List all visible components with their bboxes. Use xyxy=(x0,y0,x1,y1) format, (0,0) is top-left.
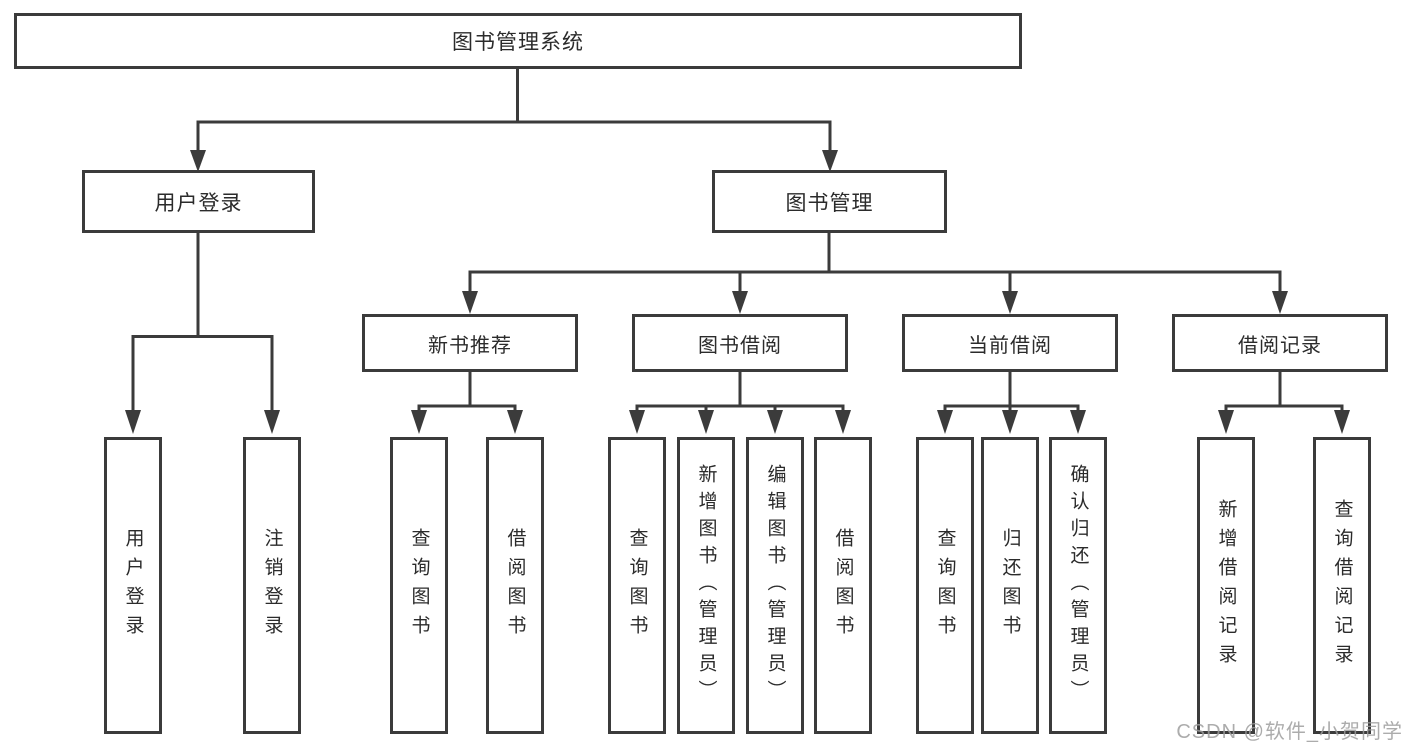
leaf-label: 用户登录 xyxy=(122,527,144,644)
node-book-borrowing: 图书借阅 xyxy=(632,314,848,372)
arrowhead-leaf-logout xyxy=(264,410,280,434)
node-new-book-recommend: 新书推荐 xyxy=(362,314,578,372)
leaf-label: 注销登录 xyxy=(261,527,283,644)
leaf-label: 借阅图书 xyxy=(504,527,526,644)
connector-borrowing-records-rail xyxy=(1224,404,1344,412)
leaf-query-borrow-record: 查询借阅记录 xyxy=(1313,437,1371,734)
arrowhead-leaf-query-books-3 xyxy=(937,410,953,434)
arrowhead-leaf-return-book xyxy=(1002,410,1018,434)
node-borrowing-records: 借阅记录 xyxy=(1172,314,1388,372)
leaf-query-books-3: 查询图书 xyxy=(916,437,974,734)
arrowhead-leaf-add-book xyxy=(698,410,714,434)
leaf-label: 归还图书 xyxy=(999,527,1021,644)
leaf-label: 查询图书 xyxy=(626,527,648,644)
leaf-label: 新增借阅记录 xyxy=(1215,498,1237,673)
arrowhead-leaf-query-record xyxy=(1334,410,1350,434)
node-user-login: 用户登录 xyxy=(82,170,315,233)
arrowhead-book-borrowing xyxy=(732,291,748,314)
arrowhead-current-borrowing xyxy=(1002,291,1018,314)
connector-book-borrowing-rail xyxy=(635,404,845,412)
arrowhead-leaf-edit-book xyxy=(767,410,783,434)
arrowhead-leaf-borrow-books-2 xyxy=(835,410,851,434)
node-book-management: 图书管理 xyxy=(712,170,947,233)
leaf-label: 编辑图书（管理员） xyxy=(764,464,786,707)
leaf-add-book-admin: 新增图书（管理员） xyxy=(677,437,735,734)
leaf-label: 确认归还（管理员） xyxy=(1067,464,1089,707)
arrowhead-leaf-add-record xyxy=(1218,410,1234,434)
arrowhead-leaf-borrow-books-1 xyxy=(507,410,523,434)
connector-level3-rail xyxy=(468,270,1282,295)
node-library-system: 图书管理系统 xyxy=(14,13,1022,69)
leaf-logout: 注销登录 xyxy=(243,437,301,734)
connector-new-book-recommend-rail xyxy=(417,404,517,412)
arrowhead-borrowing-records xyxy=(1272,291,1288,314)
connector-level2-rail xyxy=(196,120,832,155)
connector-user-login-rail xyxy=(131,335,274,412)
leaf-user-login: 用户登录 xyxy=(104,437,162,734)
leaf-add-borrow-record: 新增借阅记录 xyxy=(1197,437,1255,734)
arrowhead-leaf-query-books-1 xyxy=(411,410,427,434)
leaf-label: 查询借阅记录 xyxy=(1331,498,1353,673)
arrowhead-new-book-recommend xyxy=(462,291,478,314)
csdn-watermark: CSDN @软件_小贺同学 xyxy=(1176,721,1403,743)
node-current-borrowing: 当前借阅 xyxy=(902,314,1118,372)
arrowhead-user-login xyxy=(190,150,206,172)
leaf-query-books-2: 查询图书 xyxy=(608,437,666,734)
leaf-label: 查询图书 xyxy=(934,527,956,644)
leaf-confirm-return-admin: 确认归还（管理员） xyxy=(1049,437,1107,734)
leaf-edit-book-admin: 编辑图书（管理员） xyxy=(746,437,804,734)
arrowhead-leaf-user-login xyxy=(125,410,141,434)
leaf-label: 查询图书 xyxy=(408,527,430,644)
arrowhead-leaf-query-books-2 xyxy=(629,410,645,434)
arrowhead-leaf-confirm-return xyxy=(1070,410,1086,434)
leaf-query-books-1: 查询图书 xyxy=(390,437,448,734)
leaf-label: 新增图书（管理员） xyxy=(695,464,717,707)
leaf-label: 借阅图书 xyxy=(832,527,854,644)
leaf-return-book: 归还图书 xyxy=(981,437,1039,734)
leaf-borrow-books-1: 借阅图书 xyxy=(486,437,544,734)
leaf-borrow-books-2: 借阅图书 xyxy=(814,437,872,734)
arrowhead-book-management xyxy=(822,150,838,172)
